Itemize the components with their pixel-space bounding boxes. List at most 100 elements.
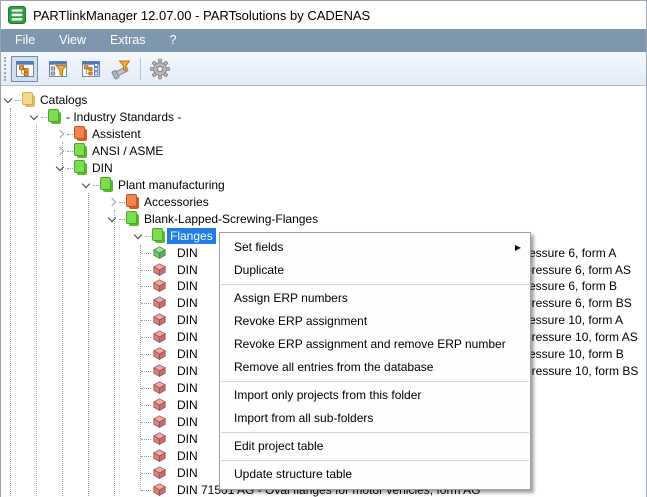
tree-item-accessories[interactable]: Accessories [1, 193, 646, 211]
tree-item-din[interactable]: DIN [1, 414, 646, 431]
tree-item-label[interactable]: Blank-Lapped-Screwing-Flanges [144, 211, 319, 226]
chevron-right-icon[interactable] [55, 146, 65, 156]
tree-item-din[interactable]: DIN [1, 465, 646, 482]
tree-connector [141, 371, 151, 373]
menu-item-remove-all-entries-from-the-database[interactable]: Remove all entries from the database [220, 356, 530, 379]
tree-item-label[interactable]: ANSI / ASME [92, 143, 164, 158]
tree-item-label[interactable]: Assistent [92, 126, 141, 141]
folder-green-icon [48, 108, 62, 125]
tree-item-din[interactable]: DIN [1, 397, 646, 414]
tree-item-label[interactable]: Catalogs [40, 93, 88, 107]
chevron-right-icon[interactable] [107, 197, 117, 206]
tree-item-label[interactable]: DIN [177, 432, 198, 446]
chevron-down-icon[interactable] [3, 94, 13, 104]
tree-item-label[interactable]: DIN [177, 330, 198, 345]
tree-connector [141, 354, 151, 356]
structure-checklist-view-button[interactable] [77, 56, 104, 82]
tree-item-blank-lapped-screwing-flanges[interactable]: Blank-Lapped-Screwing-Flanges [1, 210, 646, 228]
tree-guide-line [140, 245, 141, 491]
tree-item-label[interactable]: Plant manufacturing [118, 177, 225, 192]
tree-guide-line [114, 210, 115, 497]
folder-green-icon [74, 142, 88, 159]
tree-item-industry-standards[interactable]: - Industry Standards - [1, 108, 646, 126]
tree-item-label[interactable]: - Industry Standards - [66, 109, 182, 124]
menu-item-revoke-erp-assignment-and-remove-erp-number[interactable]: Revoke ERP assignment and remove ERP num… [220, 333, 530, 356]
tree-item-label[interactable]: DIN [177, 465, 198, 480]
tree-item-din[interactable]: DIN [1, 448, 646, 465]
tree-item-din[interactable]: DIN [1, 431, 646, 448]
menubar-item-view[interactable]: View [59, 33, 87, 47]
tree-item-label[interactable]: DIN [177, 262, 198, 277]
menubar-item-help[interactable]: ? [169, 33, 177, 47]
settings-gear-button[interactable] [146, 56, 173, 82]
tree-guide-line [36, 125, 37, 497]
tree-item-din[interactable]: DIN pressure 10, form BS [1, 363, 646, 380]
tree-item-label[interactable]: DIN [177, 313, 198, 328]
menu-item-duplicate[interactable]: Duplicate [220, 259, 530, 282]
chevron-down-icon[interactable] [107, 213, 117, 222]
tree-checklist-window-icon [81, 61, 100, 77]
tree-item-label-fragment: pressure 10, form BS [525, 364, 639, 379]
cube-red-icon [153, 262, 166, 276]
folder-orange-icon [126, 193, 140, 210]
tree-connector [141, 388, 151, 390]
menu-item-edit-project-table[interactable]: Edit project table [220, 435, 530, 458]
tree-item-label[interactable]: DIN [177, 364, 198, 379]
title-bar: PARTlinkManager 12.07.00 - PARTsolutions… [1, 1, 646, 29]
menu-item-import-only-projects-from-this-folder[interactable]: Import only projects from this folder [220, 384, 530, 407]
tree-item-label[interactable]: DIN [92, 160, 113, 175]
tree-item-din[interactable]: DIN [1, 380, 646, 397]
cube-red-icon [153, 296, 166, 310]
toolbar-separator [140, 58, 141, 80]
menubar-item-file[interactable]: File [15, 33, 36, 47]
tree-item-assistent[interactable]: Assistent [1, 125, 646, 143]
toolbar-grip-handle[interactable] [4, 57, 6, 81]
tree-item-label[interactable]: Flanges [167, 227, 216, 244]
menu-separator [221, 432, 529, 433]
menu-item-assign-erp-numbers[interactable]: Assign ERP numbers [220, 287, 530, 310]
folder-green-icon [100, 176, 114, 193]
tree-item-label[interactable]: Accessories [144, 194, 209, 209]
menu-item-label: Set fields [234, 240, 284, 254]
tree-guide-line [62, 142, 63, 497]
tree-item-label[interactable]: DIN [177, 448, 198, 463]
chevron-down-icon[interactable] [81, 179, 91, 188]
cube-red-icon [153, 381, 166, 395]
chevron-right-icon[interactable] [55, 129, 65, 139]
tree-item-din[interactable]: DIN [1, 159, 646, 177]
tree-item-label[interactable]: DIN [177, 296, 198, 311]
structure-view-button[interactable] [11, 56, 38, 82]
tree-item-label[interactable]: DIN [177, 415, 198, 430]
menu-item-label: Edit project table [234, 439, 324, 453]
cube-red-icon [153, 364, 166, 378]
filter-structure-view-button[interactable] [44, 56, 71, 82]
tree-item-flanges[interactable]: Flanges [1, 227, 646, 245]
bolt-filter-button[interactable] [107, 56, 134, 82]
tree-item-label[interactable]: DIN [177, 245, 198, 260]
tree-item-label[interactable]: DIN [177, 381, 198, 396]
chevron-down-icon[interactable] [55, 162, 65, 172]
tree-connector [119, 201, 125, 203]
tree-item-label[interactable]: DIN [177, 279, 198, 294]
tree-item-plant-manufacturing[interactable]: Plant manufacturing [1, 176, 646, 194]
tree-item-catalogs[interactable]: Catalogs [1, 92, 646, 109]
tree-filter-window-icon [48, 61, 67, 77]
tree-item-ansi-asme[interactable]: ANSI / ASME [1, 142, 646, 160]
tree-item-label[interactable]: DIN [177, 347, 198, 362]
menu-item-update-structure-table[interactable]: Update structure table [220, 463, 530, 486]
menu-item-set-fields[interactable]: Set fields ▶ [220, 236, 530, 259]
chevron-down-icon[interactable] [133, 230, 143, 239]
chevron-down-icon[interactable] [29, 111, 39, 121]
menu-item-import-from-all-sub-folders[interactable]: Import from all sub-folders [220, 407, 530, 430]
tree-item-label[interactable]: DIN [177, 398, 198, 413]
submenu-arrow-icon: ▶ [514, 243, 521, 252]
menu-item-revoke-erp-assignment[interactable]: Revoke ERP assignment [220, 310, 530, 333]
menubar-item-extras[interactable]: Extras [110, 33, 146, 47]
